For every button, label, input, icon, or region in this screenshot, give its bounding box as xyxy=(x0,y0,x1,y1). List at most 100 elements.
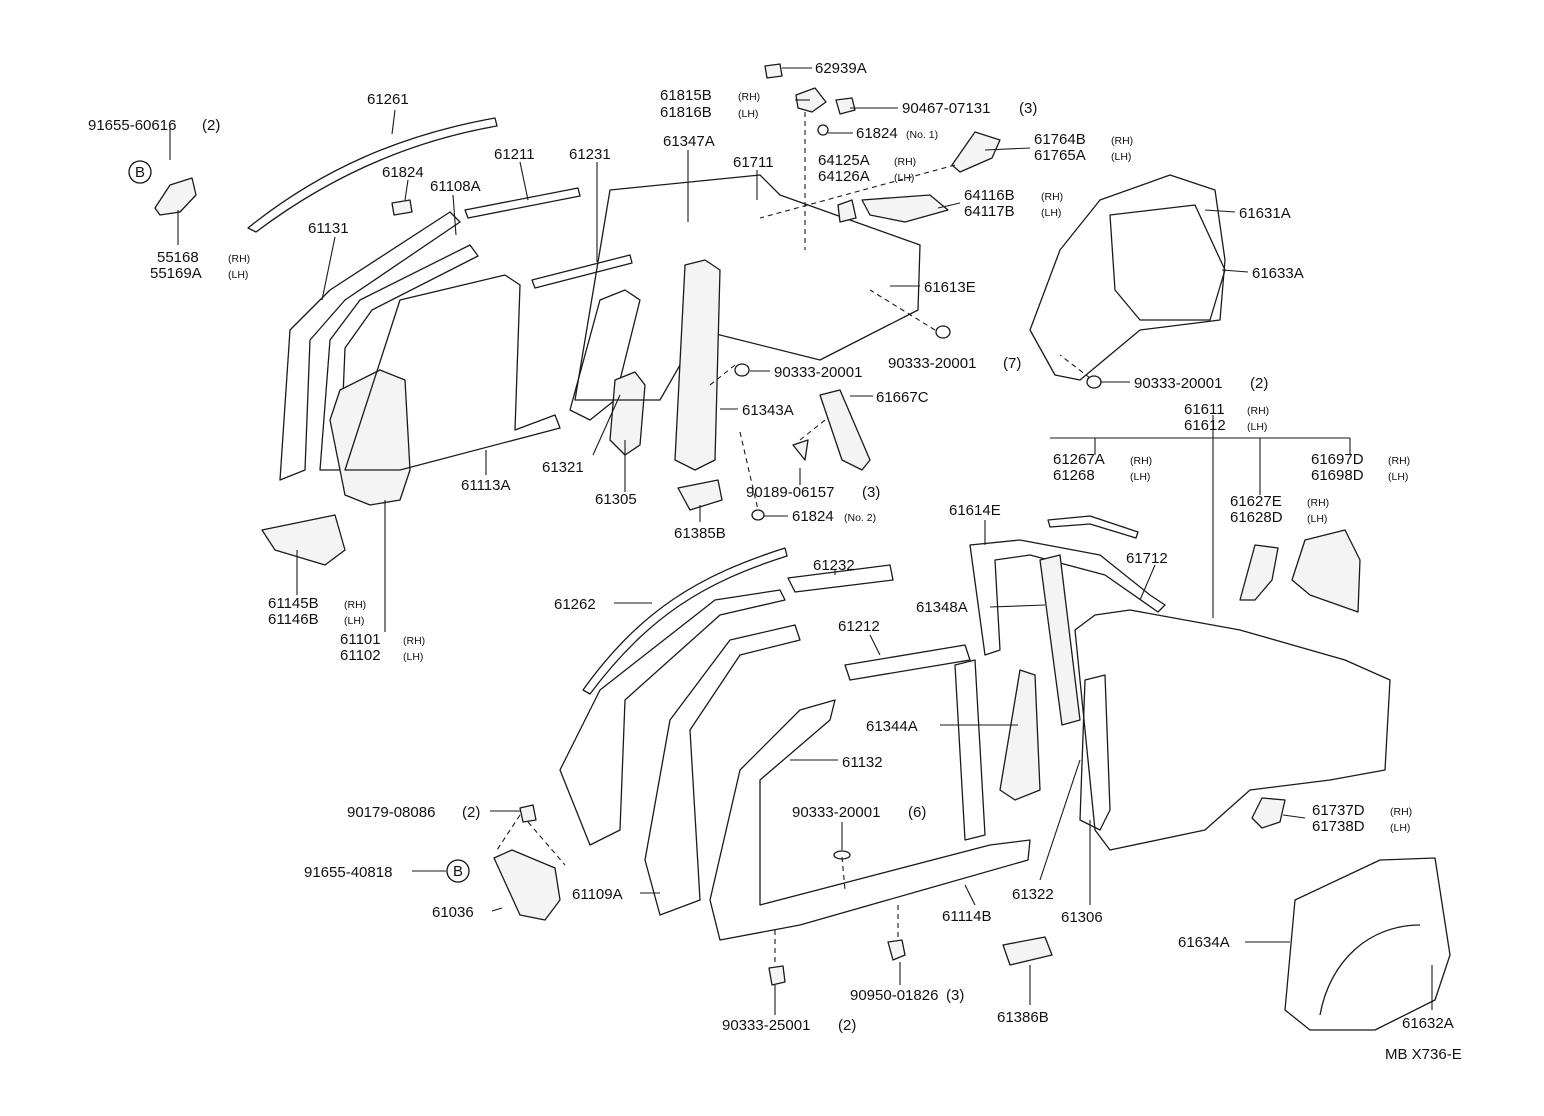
callout-61816B-side: (LH) xyxy=(738,108,758,120)
part-61631A-shape xyxy=(1029,174,1226,381)
callout-61145B-side: (RH) xyxy=(344,599,366,611)
marker-b-1: B xyxy=(128,160,152,184)
callout-61815B: 61815B xyxy=(660,87,712,104)
callout-61321: 61321 xyxy=(542,459,584,476)
part-61386B-shape xyxy=(1002,936,1053,966)
callout-61385B: 61385B xyxy=(674,525,726,542)
callout-61347A: 61347A xyxy=(663,133,715,150)
callout-90179-08086-qty: (2) xyxy=(462,804,480,821)
callout-61632A: 61632A xyxy=(1402,1015,1454,1032)
callout-62939A: 62939A xyxy=(815,60,867,77)
callout-61232: 61232 xyxy=(813,557,855,574)
callout-61627E-side: (RH) xyxy=(1307,497,1329,509)
callout-64126A: 64126A xyxy=(818,168,870,185)
part-61611-shape xyxy=(1074,609,1391,851)
part-61667C-shape xyxy=(819,389,871,471)
callout-61824-no2: 61824 xyxy=(792,508,834,525)
part-61036-shape xyxy=(493,849,561,921)
part-61212-shape xyxy=(844,644,971,681)
callout-61824-no1: 61824 xyxy=(856,125,898,142)
callout-61738D-side: (LH) xyxy=(1390,822,1410,834)
callout-61145B: 61145B xyxy=(268,595,319,612)
part-61385B-shape xyxy=(677,479,723,511)
part-outlines xyxy=(154,63,1451,1031)
part-61267A-shape xyxy=(1047,515,1139,539)
callout-55169A: 55169A xyxy=(150,265,202,282)
callout-61146B-side: (LH) xyxy=(344,615,364,627)
callout-61697D: 61697D xyxy=(1311,451,1364,468)
callout-61824: 61824 xyxy=(382,164,424,181)
callout-61102-side: (LH) xyxy=(403,651,423,663)
part-64116B-shape xyxy=(861,194,949,223)
callout-61267A-side: (RH) xyxy=(1130,455,1152,467)
callout-61815B-side: (RH) xyxy=(738,91,760,103)
callout-90950-01826-qty: (3) xyxy=(946,987,964,1004)
callout-61698D-side: (LH) xyxy=(1388,471,1408,483)
callout-61611-side: (RH) xyxy=(1247,405,1269,417)
callout-61268-side: (LH) xyxy=(1130,471,1150,483)
callout-91655-40818: 91655-40818 xyxy=(304,864,392,881)
callout-61612: 61612 xyxy=(1184,417,1226,434)
callout-61101-side: (RH) xyxy=(403,635,425,647)
callout-61231: 61231 xyxy=(569,146,611,163)
callout-61348A: 61348A xyxy=(916,599,968,616)
callout-61108A: 61108A xyxy=(430,178,481,195)
callout-61036: 61036 xyxy=(432,904,474,921)
marker-b-2: B xyxy=(446,859,470,883)
part-61627E-shape xyxy=(1239,544,1279,601)
callout-61132: 61132 xyxy=(842,754,883,771)
callout-61764B-side: (RH) xyxy=(1111,135,1133,147)
grommet-90333-a xyxy=(734,363,750,377)
callout-55168: 55168 xyxy=(157,249,199,266)
part-61633A-shape xyxy=(1109,204,1226,321)
callout-90333-20001: 90333-20001 xyxy=(774,364,862,381)
part-61824-clip-shape xyxy=(391,199,413,216)
part-62939A-shape xyxy=(764,63,783,79)
callout-61628D: 61628D xyxy=(1230,509,1283,526)
callout-61634A: 61634A xyxy=(1178,934,1230,951)
callout-90333-25001-qty: (2) xyxy=(838,1017,856,1034)
callout-61613E: 61613E xyxy=(924,279,976,296)
callout-61113A: 61113A xyxy=(461,477,511,494)
marker-b-1-glyph: B xyxy=(135,164,145,181)
part-61262-shape xyxy=(582,547,788,695)
part-61632A-arch-shape xyxy=(1319,924,1421,1016)
callout-61101: 61101 xyxy=(340,631,381,648)
callout-90189-06157-qty: (3) xyxy=(862,484,880,501)
callout-90333-20001-2: 90333-20001 xyxy=(1134,375,1222,392)
part-61348A-shape xyxy=(1039,554,1081,726)
grommet-61824-no1 xyxy=(817,124,829,136)
assembly-dashed-lines xyxy=(496,112,1091,965)
clip-90950 xyxy=(887,939,906,961)
callout-61824-no2-qty: (No. 2) xyxy=(844,512,876,524)
callout-90333-20001-7: 90333-20001 xyxy=(888,355,976,372)
part-centre-pillar-shape xyxy=(954,659,986,841)
callout-90333-20001-2-qty: (2) xyxy=(1250,375,1268,392)
callout-61268: 61268 xyxy=(1053,467,1095,484)
callout-61628D-side: (LH) xyxy=(1307,513,1327,525)
callout-61322: 61322 xyxy=(1012,886,1054,903)
part-61232-shape xyxy=(787,564,894,593)
callout-90333-25001: 90333-25001 xyxy=(722,1017,810,1034)
callout-61698D: 61698D xyxy=(1311,467,1364,484)
callout-90333-20001-6: 90333-20001 xyxy=(792,804,880,821)
callout-61633A: 61633A xyxy=(1252,265,1304,282)
callout-91655-60616: 91655-60616 xyxy=(88,117,176,134)
callout-64125A: 64125A xyxy=(818,152,870,169)
part-front-pillar-lower-shape xyxy=(559,589,786,846)
callout-90950-01826: 90950-01826 xyxy=(850,987,938,1004)
callout-61738D: 61738D xyxy=(1312,818,1365,835)
callout-61305: 61305 xyxy=(595,491,637,508)
callout-64126A-side: (LH) xyxy=(894,172,914,184)
callout-90467-07131-qty: (3) xyxy=(1019,100,1037,117)
callout-61611: 61611 xyxy=(1184,401,1225,418)
callout-90467-07131: 90467-07131 xyxy=(902,100,990,117)
marker-b-2-glyph: B xyxy=(453,863,463,880)
part-61764B-shape xyxy=(951,131,1001,173)
callout-64117B-side: (LH) xyxy=(1041,207,1061,219)
callout-labels: 62939A 61815B (RH) 61816B (LH) 90467-071… xyxy=(88,60,1462,1063)
callout-61612-side: (LH) xyxy=(1247,421,1267,433)
callout-61343A: 61343A xyxy=(742,402,794,419)
callout-90333-20001-6-qty: (6) xyxy=(908,804,926,821)
